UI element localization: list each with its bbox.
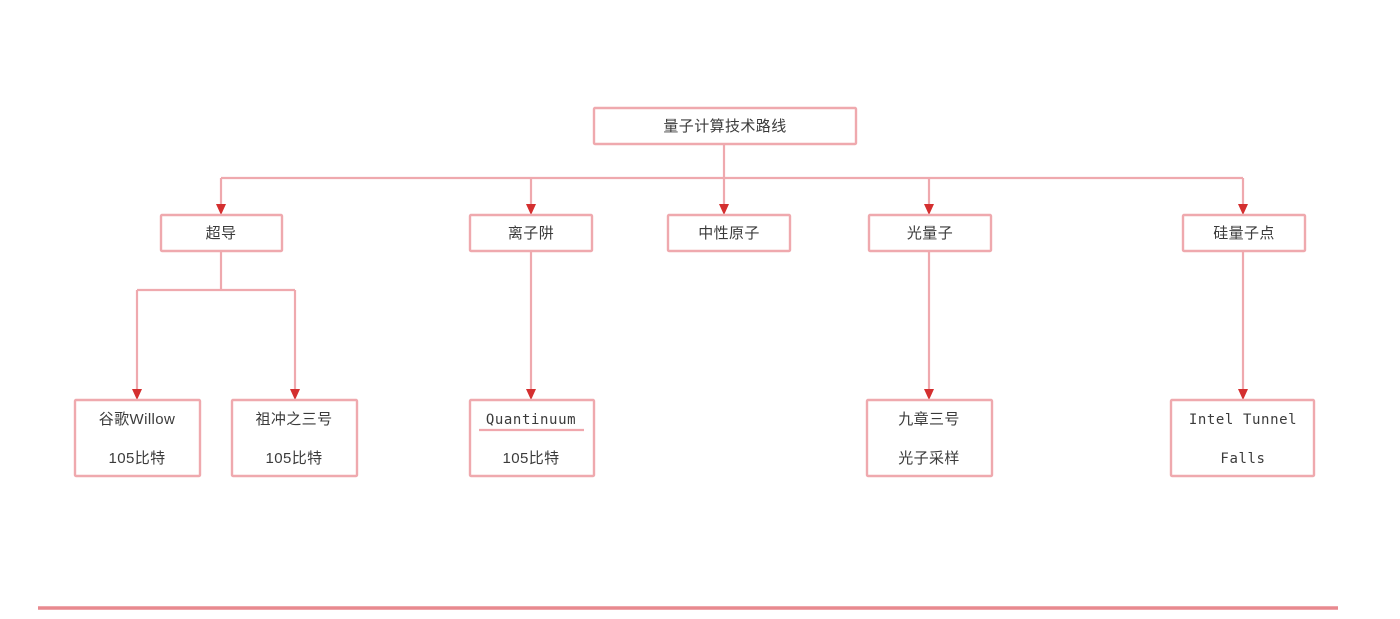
node-root-label: 量子计算技术路线 (663, 117, 786, 135)
node-branch-silicon-qdot[interactable]: 硅量子点 (1181, 213, 1307, 253)
connector-bus-to-branch-ion-trap (526, 178, 536, 215)
node-leaf-quantinuum-line1: Quantinuum (486, 412, 576, 428)
node-leaf-intel-tunnel-falls-line1: Intel Tunnel (1189, 412, 1297, 428)
node-leaf-intel-tunnel-falls[interactable]: Intel Tunnel Falls (1169, 398, 1316, 478)
node-leaf-google-willow[interactable]: 谷歌Willow 105比特 (73, 398, 202, 478)
node-leaf-jiuzhang-3-line2: 光子采样 (898, 450, 960, 467)
node-branch-photonic[interactable]: 光量子 (867, 213, 993, 253)
node-leaf-zuchongzhi-3-line2: 105比特 (265, 450, 322, 467)
node-leaf-jiuzhang-3[interactable]: 九章三号 光子采样 (865, 398, 994, 478)
node-branch-neutral-atom[interactable]: 中性原子 (666, 213, 792, 253)
node-branch-ion-trap[interactable]: 离子阱 (468, 213, 594, 253)
connector-bus-to-branch-superconducting (216, 178, 226, 215)
node-branch-ion-trap-label: 离子阱 (508, 225, 554, 242)
node-leaf-zuchongzhi-3[interactable]: 祖冲之三号 105比特 (230, 398, 359, 478)
node-leaf-quantinuum[interactable]: Quantinuum 105比特 (468, 398, 596, 478)
connector-bus-to-branch-silicon-qdot (1238, 178, 1248, 215)
node-leaf-google-willow-line1: 谷歌Willow (99, 411, 176, 428)
node-branch-superconducting[interactable]: 超导 (159, 213, 284, 253)
connector-photonic-to-leaf (924, 251, 934, 400)
node-leaf-google-willow-line2: 105比特 (108, 450, 165, 467)
node-branch-silicon-qdot-label: 硅量子点 (1213, 225, 1275, 242)
node-leaf-quantinuum-line2: 105比特 (502, 450, 559, 467)
node-branch-superconducting-label: 超导 (206, 225, 237, 242)
node-leaf-zuchongzhi-3-line1: 祖冲之三号 (255, 411, 332, 428)
node-root[interactable]: 量子计算技术路线 (592, 106, 858, 146)
node-branch-neutral-atom-label: 中性原子 (698, 225, 760, 242)
connector-bus-to-branch-photonic (924, 178, 934, 215)
node-leaf-jiuzhang-3-line1: 九章三号 (898, 410, 960, 428)
connector-silicon-qdot-to-leaf (1238, 251, 1248, 400)
connector-bus-to-branch-neutral-atom (719, 178, 729, 215)
connector-ion-trap-to-leaf (526, 251, 536, 400)
node-leaf-intel-tunnel-falls-line2: Falls (1220, 451, 1265, 467)
node-branch-photonic-label: 光量子 (907, 225, 953, 242)
connector-superconducting-split (132, 251, 300, 400)
